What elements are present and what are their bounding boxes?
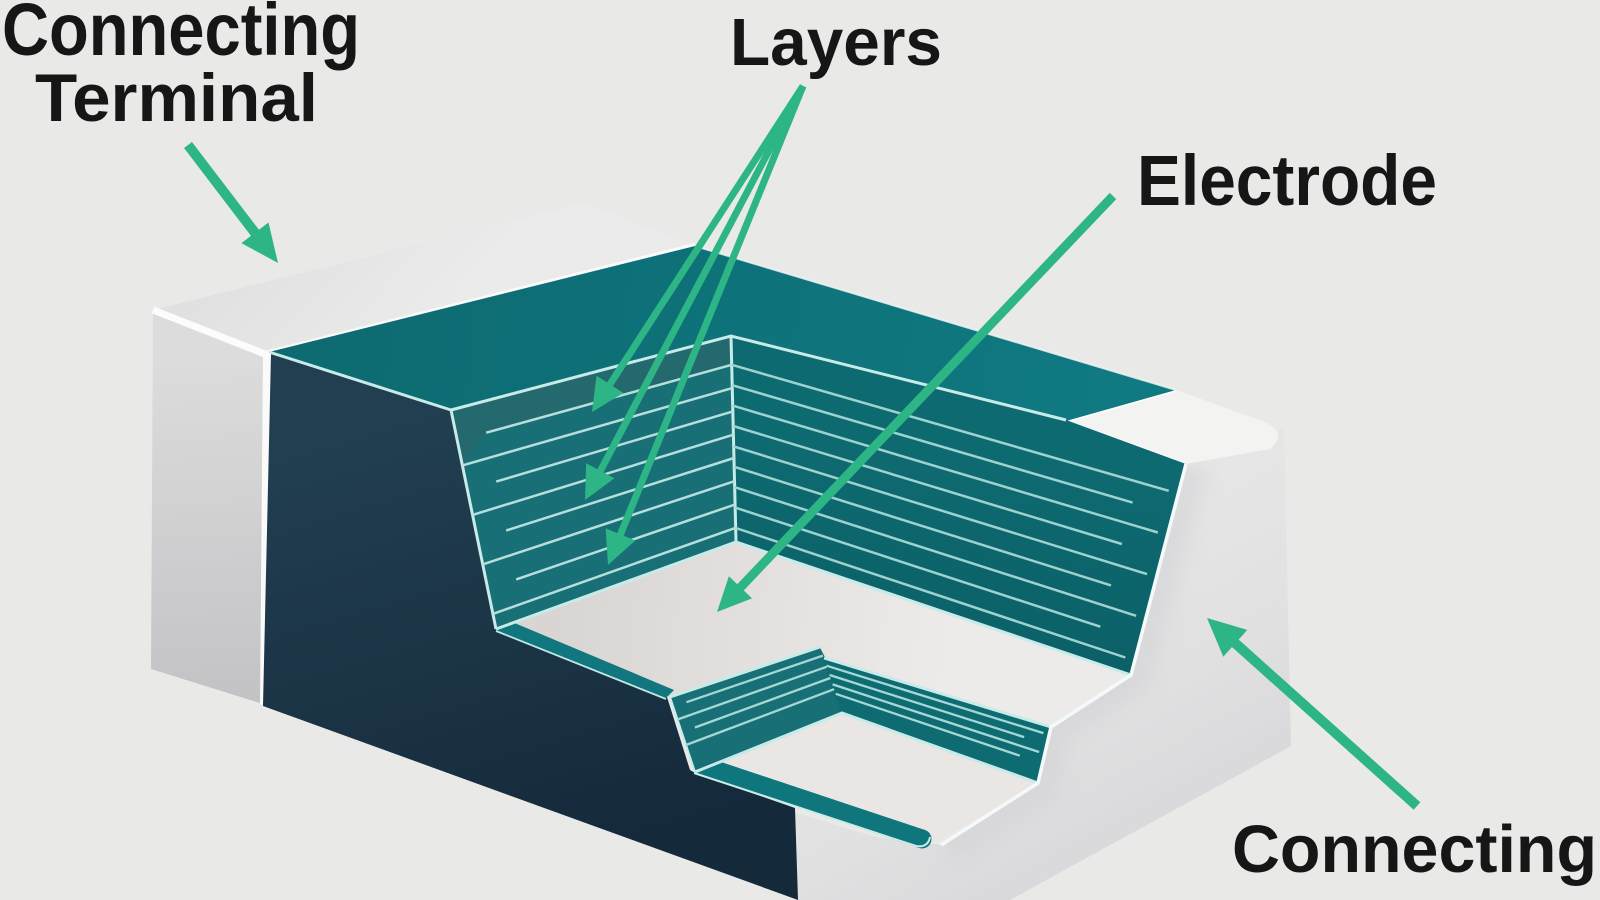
svg-text:Connecting: Connecting xyxy=(1232,812,1597,887)
svg-text:Connecting: Connecting xyxy=(2,0,360,71)
svg-text:Electrode: Electrode xyxy=(1137,142,1437,221)
svg-text:Terminal: Terminal xyxy=(35,60,318,136)
svg-text:Layers: Layers xyxy=(730,5,942,80)
